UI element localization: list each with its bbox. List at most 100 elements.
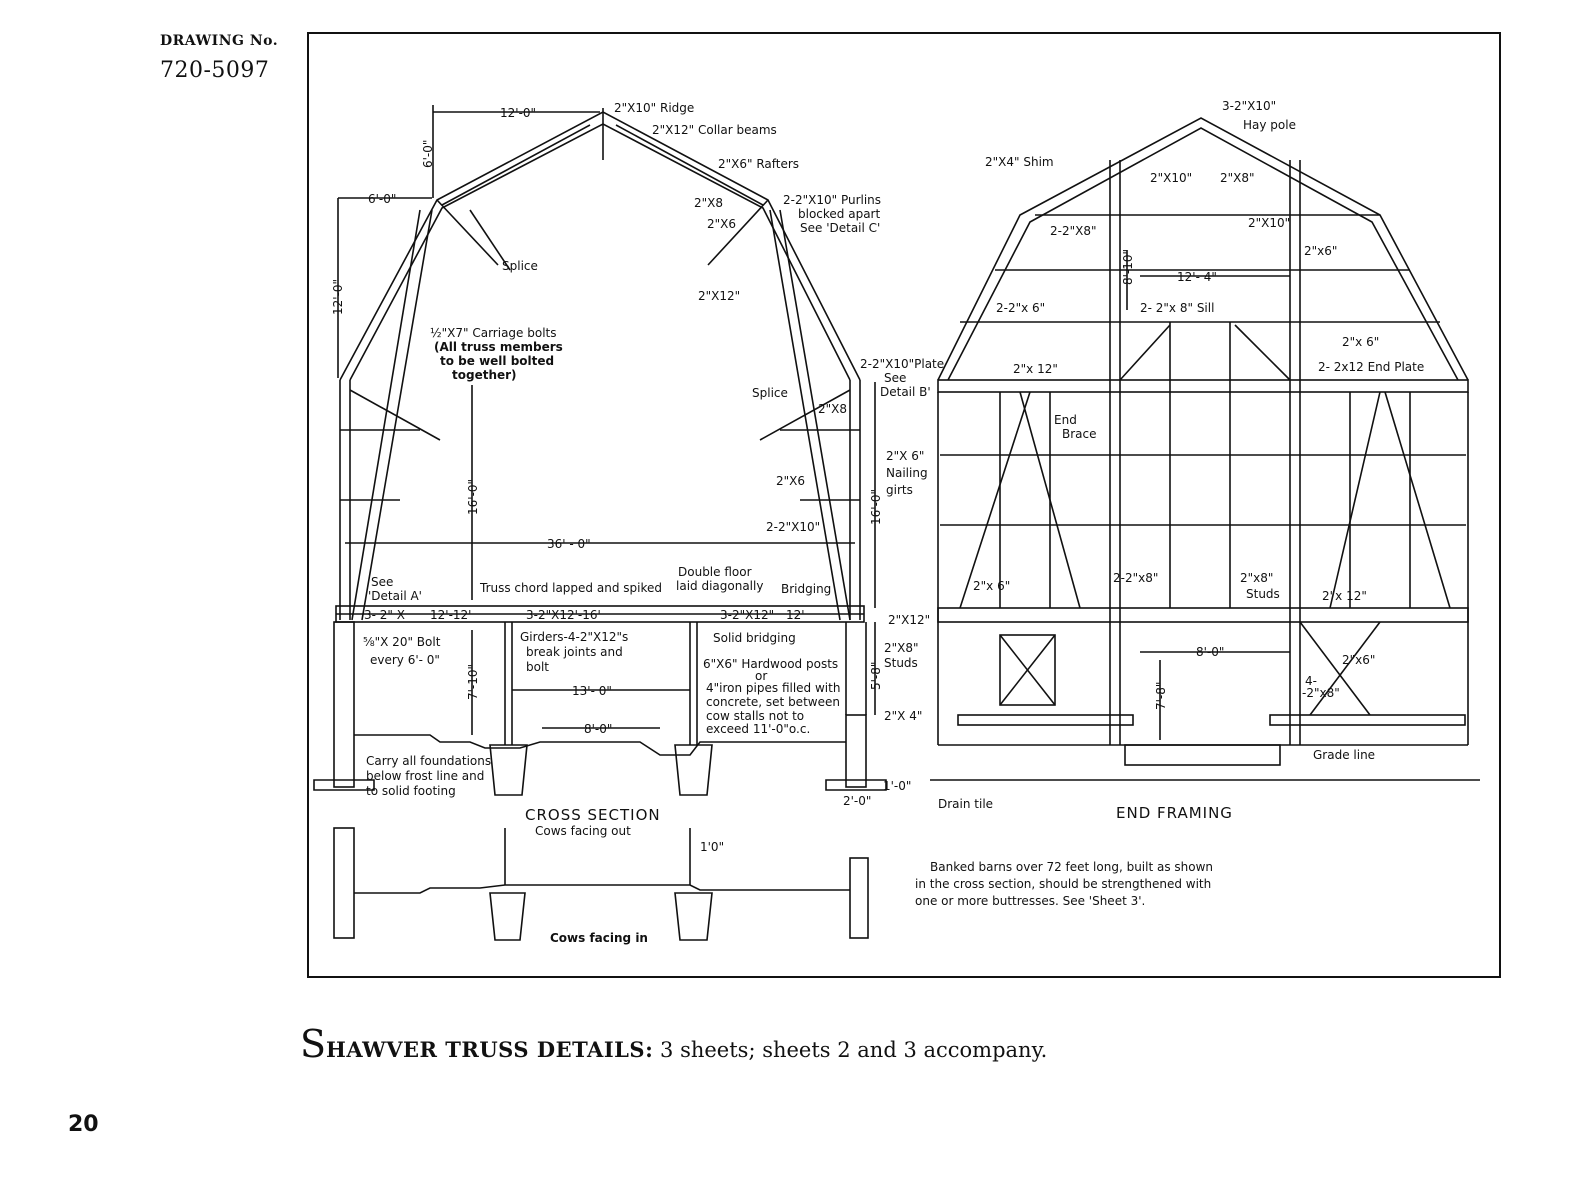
ef-studs1: 2"x8" [1240, 571, 1273, 585]
label-plate1: 2-2"X10"Plate [860, 357, 944, 371]
note-line3: one or more buttresses. See 'Sheet 3'. [915, 894, 1145, 908]
note-block: Banked barns over 72 feet long, built as… [915, 860, 1213, 908]
cross-section-labels: 2"X10" Ridge 2"X12" Collar beams 2"X6" R… [331, 101, 944, 945]
label-x12: 2"X12" [698, 289, 740, 303]
label-studs1: 2"X8" [884, 641, 919, 655]
label-joist3: 3-2"X12'-16' [526, 608, 601, 622]
ef-dim-78: 7'-8" [1154, 682, 1168, 710]
drawing-frame [307, 32, 1501, 978]
dim-2: 2'-0" [843, 794, 871, 808]
ef-x6r2: 2"x 6" [1342, 335, 1379, 349]
dim-710: 7'-10" [466, 664, 480, 700]
label-bolt2: every 6'- 0" [370, 653, 440, 667]
dim-1b: 1'0" [700, 840, 724, 854]
label-posts1: 6"X6" Hardwood posts [703, 657, 838, 671]
label-x4: 2"X 4" [884, 709, 922, 723]
dim-58: 5'-8" [869, 662, 883, 690]
label-seeA2: 'Detail A' [368, 589, 422, 603]
ef-nail1: 2"X 6" [886, 449, 924, 463]
ef-x8d1: 4- [1305, 674, 1317, 688]
label-plate2: See [884, 371, 906, 385]
ef-haypole2: Hay pole [1243, 118, 1296, 132]
drawing-number: 720-5097 [160, 58, 270, 83]
label-girders3: bolt [526, 660, 549, 674]
ef-nail3: girts [886, 483, 913, 497]
label-splice2: Splice [752, 386, 788, 400]
ef-x12: 2"x 12" [1013, 362, 1058, 376]
caption-initial: S [300, 1022, 327, 1066]
label-solid: Solid bridging [713, 631, 796, 645]
dim-12: 12'-0" [500, 106, 536, 120]
label-bolts4: together) [452, 368, 517, 382]
label-ridge: 2"X10" Ridge [614, 101, 694, 115]
dim-16r: 16'-0" [869, 489, 883, 525]
end-framing-title: END FRAMING [1116, 804, 1233, 822]
ef-grade: Grade line [1313, 748, 1375, 762]
label-found2: below frost line and [366, 769, 484, 783]
ef-brace1: End [1054, 413, 1077, 427]
label-posts4: concrete, set between [706, 695, 840, 709]
label-joist5: 12' [786, 608, 805, 622]
figure-caption: SHAWVER TRUSS DETAILS: 3 sheets; sheets … [300, 1022, 1047, 1066]
ef-x10r: 2"X10" [1248, 216, 1290, 230]
ef-x8b: 2-2"X8" [1050, 224, 1097, 238]
ef-x10: 2"X10" [1150, 171, 1192, 185]
end-framing [930, 117, 1480, 781]
label-purlins3: See 'Detail C' [800, 221, 880, 235]
label-joist4: 3-2"X12" [720, 608, 774, 622]
caption-title: HAWVER TRUSS DETAILS: [326, 1037, 654, 1062]
ef-sill: 2- 2"x 8" Sill [1140, 301, 1214, 315]
label-girders2: break joints and [526, 645, 623, 659]
label-bolts2: (All truss members [434, 340, 563, 354]
ef-brace2: Brace [1062, 427, 1097, 441]
ef-x6l: 2-2"x 6" [996, 301, 1045, 315]
note-line2: in the cross section, should be strength… [915, 877, 1211, 891]
label-chord: Truss chord lapped and spiked [479, 581, 662, 595]
label-joist2: 12'-12' [430, 608, 471, 622]
dim-36: 36' - 0" [547, 537, 591, 551]
ef-x8c: 2-2"x8" [1113, 571, 1158, 585]
cross-section-subtitle: Cows facing out [535, 824, 631, 838]
ef-drain: Drain tile [938, 797, 993, 811]
dim-13: 13'- 0" [572, 684, 612, 698]
label-posts6: exceed 11'-0"o.c. [706, 722, 810, 736]
note-line1: Banked barns over 72 feet long, built as… [930, 860, 1213, 874]
label-x6: 2"X6 [707, 217, 736, 231]
label-floor2: laid diagonally [676, 579, 763, 593]
dim-1: 1'-0" [883, 779, 911, 793]
cross-section-truss [313, 105, 887, 941]
ef-studs2: Studs [1246, 587, 1280, 601]
label-purlins1: 2-2"X10" Purlins [783, 193, 881, 207]
label-bridging: Bridging [781, 582, 831, 596]
label-seeA1: See [371, 575, 393, 589]
ef-haypole1: 3-2"X10" [1222, 99, 1276, 113]
label-bolt1: ⅝"X 20" Bolt [363, 635, 441, 649]
dim-12v: 12'-0" [331, 279, 345, 315]
label-bolts1: ½"X7" Carriage bolts [430, 326, 556, 340]
drawing-label: DRAWING No. [160, 33, 279, 49]
ef-nail2: Nailing [886, 466, 928, 480]
label-x8: 2"X8 [694, 196, 723, 210]
ef-x6d: 2"x6" [1342, 653, 1375, 667]
end-framing-labels: 3-2"X10" Hay pole 2"X4" Shim 2"X10" 2"X8… [886, 99, 1424, 822]
label-x6b: 2"X6 [776, 474, 805, 488]
label-posts5: cow stalls not to [706, 709, 804, 723]
label-found3: to solid footing [366, 784, 456, 798]
ef-x6r: 2"x6" [1304, 244, 1337, 258]
dim-6h: 6'-0" [368, 192, 396, 206]
label-collar: 2"X12" Collar beams [652, 123, 777, 137]
dim-16: 16'-0" [466, 479, 480, 515]
ef-x6c: 2"x 6" [973, 579, 1010, 593]
label-posts3: 4"iron pipes filled with [706, 681, 840, 695]
label-plate3: Detail B' [880, 385, 931, 399]
label-rafters: 2"X6" Rafters [718, 157, 799, 171]
label-posts2: or [755, 669, 767, 683]
label-purlins2: blocked apart [798, 207, 880, 221]
label-splice1: Splice [502, 259, 538, 273]
label-bolts3: to be well bolted [440, 354, 554, 368]
ef-x8d2: -2"x8" [1302, 686, 1340, 700]
dim-6v: 6'-0" [421, 140, 435, 168]
label-girders1: Girders-4-2"X12"s [520, 630, 628, 644]
ef-dim-124: 12'- 4" [1177, 270, 1217, 284]
